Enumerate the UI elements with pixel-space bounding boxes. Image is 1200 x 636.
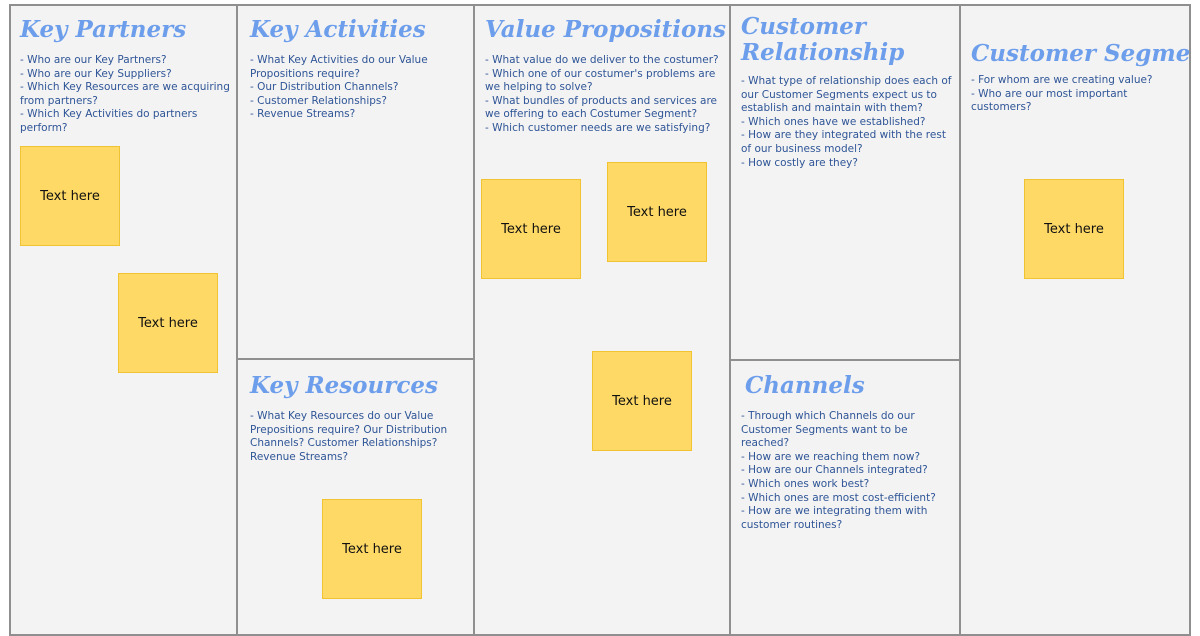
sticky-note[interactable]: Text here [322, 499, 422, 599]
customer-relationship-title: Customer Relationship [741, 13, 905, 66]
question-item: - Our Distribution Channels? [250, 81, 399, 94]
value-propositions-section: Value Propositions - What value do we de… [473, 4, 731, 636]
sticky-note[interactable]: Text here [1024, 179, 1124, 279]
sticky-note[interactable]: Text here [20, 146, 120, 246]
key-partners-questions: - Who are our Key Partners? - Who are ou… [20, 54, 232, 136]
key-resources-title: Key Resources [250, 372, 438, 399]
question-item: - Which Key Resources are we acquiring f… [20, 81, 230, 107]
question-item: - Who are our Key Partners? [20, 54, 167, 66]
question-item: - Revenue Streams? [250, 108, 356, 121]
question-item: - What type of relationship does each of… [741, 75, 952, 115]
channels-questions: - Through which Channels do our Customer… [741, 410, 941, 532]
key-activities-title: Key Activities [250, 16, 426, 43]
channels-title: Channels [745, 372, 865, 399]
question-item: - How are we integrating them with custo… [741, 505, 928, 531]
key-activities-questions: - What Key Activities do our Value Propo… [250, 54, 450, 122]
question-item: - How costly are they? [741, 156, 858, 169]
sticky-note[interactable]: Text here [592, 351, 692, 451]
key-activities-section: Key Activities - What Key Activities do … [236, 4, 475, 360]
question-item: - How are we reaching them now? [741, 450, 921, 463]
customer-segments-section: Customer Segments - For whom are we crea… [959, 4, 1191, 636]
customer-relationship-section: Customer Relationship - What type of rel… [729, 4, 961, 361]
question-item: - Through which Channels do our Customer… [741, 410, 915, 450]
sticky-note[interactable]: Text here [481, 179, 581, 279]
question-item: - How are our Channels integrated? [741, 464, 928, 477]
question-item: - What Key Resources do our Value Prepos… [250, 410, 448, 463]
sticky-note[interactable]: Text here [118, 273, 218, 373]
question-item: - Who are our most important customers? [971, 87, 1128, 114]
question-item: - For whom are we creating value? [971, 74, 1153, 86]
question-item: - Customer Relationships? [250, 94, 387, 107]
key-partners-title: Key Partners [20, 16, 187, 43]
sticky-note[interactable]: Text here [607, 162, 707, 262]
question-item: - Which one of our costumer's problems a… [485, 67, 716, 94]
key-resources-section: Key Resources - What Key Resources do ou… [236, 358, 475, 636]
question-item: - Which customer needs are we satisfying… [485, 121, 711, 134]
channels-section: Channels - Through which Channels do our… [729, 359, 961, 636]
value-propositions-title: Value Propositions [485, 16, 726, 43]
question-item: - What value do we deliver to the costum… [485, 54, 719, 66]
question-item: - Which ones are most cost-efficient? [741, 491, 936, 504]
question-item: - Which Key Activities do partners perfo… [20, 108, 198, 134]
key-resources-questions: - What Key Resources do our Value Prepos… [250, 410, 458, 464]
question-item: - What Key Activities do our Value Propo… [250, 54, 428, 80]
question-item: - Which ones have we established? [741, 115, 926, 128]
value-propositions-questions: - What value do we deliver to the costum… [485, 54, 723, 136]
customer-segments-questions: - For whom are we creating value? - Who … [971, 74, 1171, 115]
question-item: - Which ones work best? [741, 477, 870, 490]
question-item: - What bundles of products and services … [485, 94, 718, 121]
customer-segments-title: Customer Segments [971, 40, 1191, 67]
customer-relationship-questions: - What type of relationship does each of… [741, 75, 955, 170]
question-item: - Who are our Key Suppliers? [20, 67, 172, 80]
question-item: - How are they integrated with the rest … [741, 129, 946, 155]
